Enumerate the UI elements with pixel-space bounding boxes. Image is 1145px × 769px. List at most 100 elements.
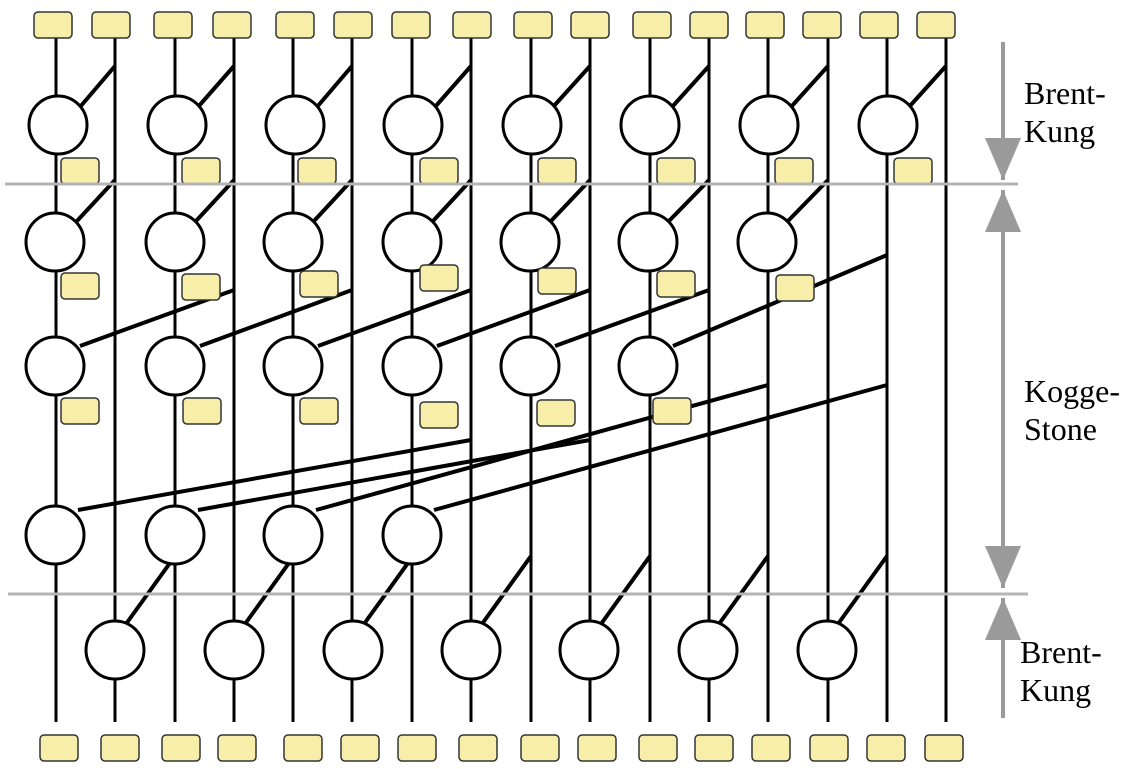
register [689,11,729,39]
prefix-node-ks-2 [499,335,561,397]
register [458,734,498,762]
register [916,11,956,39]
stage-label-top-line2: Kung [1024,113,1095,149]
register [452,11,492,39]
prefix-node-bk-top [857,94,919,156]
register [638,734,678,762]
arrow-kogge-stone-head-up [985,190,1021,232]
arrow-kogge-stone-head-down [985,546,1021,588]
carry-line [315,64,354,109]
carry-line [554,288,710,348]
register [60,157,100,185]
prefix-node-bk-top [619,94,681,156]
prefix-node-ks-3 [262,504,324,566]
register [419,264,459,292]
stage-label-bottom-line1: Brent- [1020,634,1102,670]
register [656,157,696,185]
carry-line [312,178,354,223]
register [397,734,437,762]
prefix-node-bk-bottom [677,619,739,681]
register [924,734,964,762]
register [182,397,222,425]
register [181,273,221,301]
stage-arrows [985,42,1021,718]
carry-connections [75,64,948,626]
register [212,11,252,39]
carry-line [789,64,830,109]
prefix-node-ks-2 [24,335,86,397]
register [297,157,337,185]
carry-line [433,383,888,512]
prefix-node-ks-3 [381,504,443,566]
carry-line [670,64,711,109]
prefix-node-ks-2 [617,335,679,397]
stage-label-top-line1: Brent- [1024,75,1106,111]
register [60,397,100,425]
register [859,11,899,39]
prefix-node-ks-1 [736,211,798,273]
registers [33,11,964,762]
register [577,734,617,762]
prefix-node-bk-bottom [84,619,146,681]
register [520,734,560,762]
prefix-node-ks-1 [262,211,324,273]
register [809,734,849,762]
carry-line [717,554,770,626]
register [419,401,459,429]
carry-line [551,64,592,109]
carry-line [480,554,533,626]
register [656,270,696,298]
carry-line [75,178,117,223]
prefix-node-ks-1 [381,211,443,273]
carry-line [431,178,473,223]
prefix-node-bk-bottom [203,619,265,681]
carry-line [194,178,236,223]
prefix-node-ks-1 [144,211,206,273]
register [333,11,373,39]
arrow-brent-kung-top-head-down [985,138,1021,180]
register [570,11,610,39]
register [391,11,431,39]
prefix-node-ks-3 [144,504,206,566]
register [100,734,140,762]
register [283,734,323,762]
carry-line [317,288,472,348]
carry-line [315,383,769,512]
prefix-node-bk-top [146,94,208,156]
carry-line [549,178,592,223]
register [161,734,201,762]
carry-line [77,438,472,512]
stage-label-bottom-line2: Kung [1020,672,1091,708]
prefix-node-bk-top [382,94,444,156]
arrow-brent-kung-bottom-head-up [985,598,1021,640]
carry-line [78,64,117,109]
register [775,274,815,302]
register [537,267,577,295]
carry-line [243,554,296,626]
register [536,399,576,427]
prefix-node-ks-3 [24,504,86,566]
register [774,157,814,185]
register [893,157,933,185]
register [652,397,692,425]
register [39,734,79,762]
carry-line [433,64,473,109]
register [299,397,339,425]
register [91,11,131,39]
prefix-node-bk-top [264,94,326,156]
register [537,157,577,185]
stage-label-middle-line2: Stone [1024,411,1097,447]
prefix-node-bk-top [27,94,89,156]
stage-separators [5,182,1028,596]
carry-line [786,178,830,223]
carry-line [362,554,415,626]
register [153,11,193,39]
register [60,272,100,300]
prefix-node-ks-1 [24,211,86,273]
register [694,734,734,762]
prefix-node-bk-top [738,94,800,156]
prefix-node-bk-top [501,94,563,156]
carry-line [199,288,353,348]
carry-line [124,554,177,626]
